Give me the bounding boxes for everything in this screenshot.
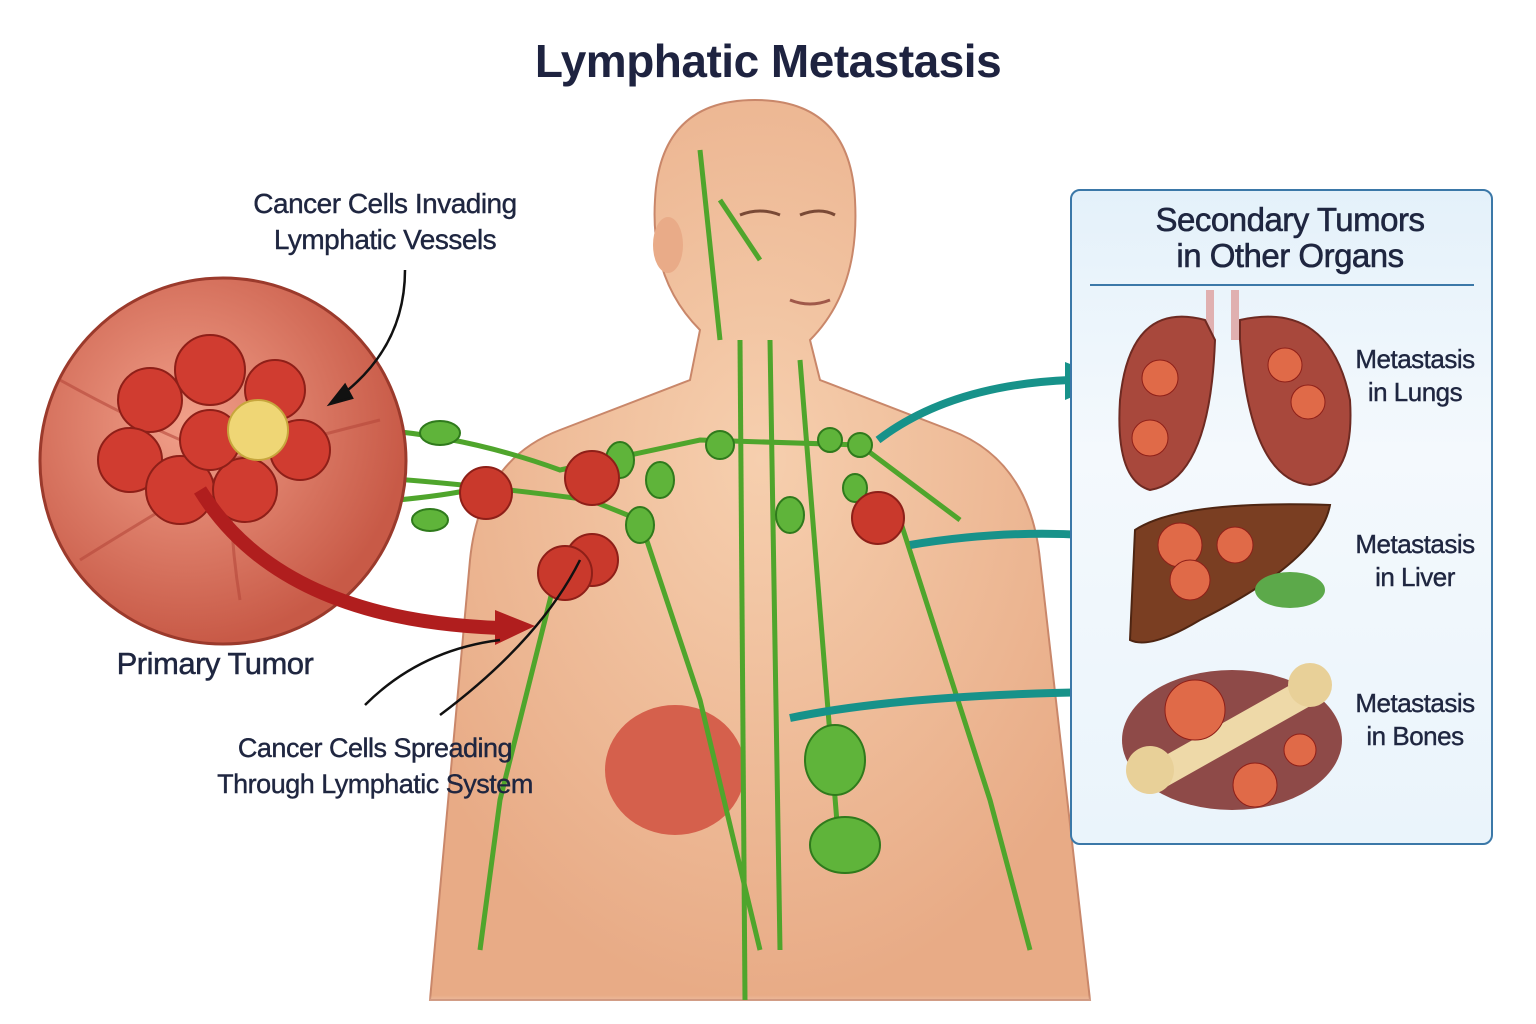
red-spread-arrow <box>194 486 535 645</box>
divider <box>1090 284 1474 286</box>
page-title: Lymphatic Metastasis <box>534 35 1002 87</box>
primary-tumor-closeup <box>38 276 408 646</box>
pointer-arrows <box>326 269 582 716</box>
human-body <box>0 98 1536 1024</box>
tumor-nodes <box>459 450 905 601</box>
label-primary-tumor: Primary Tumor <box>116 646 314 682</box>
teal-arrows <box>789 376 1101 722</box>
